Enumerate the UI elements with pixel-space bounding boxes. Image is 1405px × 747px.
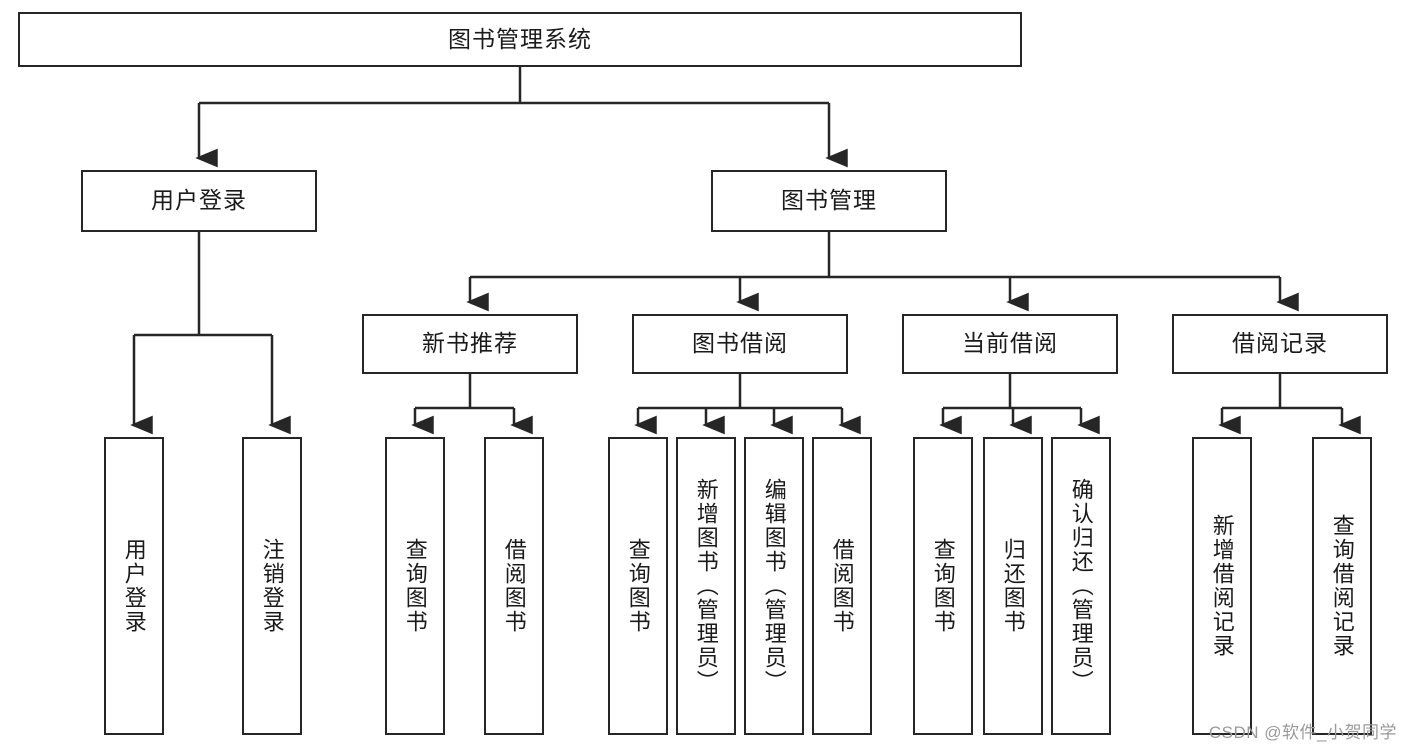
node-leaf-user-login[interactable]: 用户登录 [104, 437, 164, 735]
node-leaf-edit-book[interactable]: 编辑图书（管理员） [744, 437, 804, 735]
leaf-borrow-book-1-wrap: 借阅图书 [486, 439, 542, 733]
node-leaf-borrow-book-2[interactable]: 借阅图书 [812, 437, 872, 735]
node-user-login[interactable]: 用户登录 [81, 170, 317, 232]
node-book-borrow[interactable]: 图书借阅 [632, 314, 848, 374]
node-leaf-query-record[interactable]: 查询借阅记录 [1312, 437, 1372, 735]
leaf-query-book-2-wrap: 查询图书 [610, 439, 666, 733]
node-leaf-logout-label: 注销登录 [259, 538, 285, 634]
leaf-return-book-wrap: 归还图书 [985, 439, 1041, 733]
node-book-borrow-label: 图书借阅 [692, 330, 788, 357]
node-leaf-edit-book-label: 编辑图书（管理员） [761, 478, 787, 694]
leaf-borrow-book-2-wrap: 借阅图书 [814, 439, 870, 733]
node-leaf-query-book-1-label: 查询图书 [402, 538, 428, 634]
node-leaf-borrow-book-2-label: 借阅图书 [829, 538, 855, 634]
node-book-management[interactable]: 图书管理 [711, 170, 947, 232]
node-leaf-query-book-2-label: 查询图书 [625, 538, 651, 634]
node-current-borrow[interactable]: 当前借阅 [902, 314, 1118, 374]
node-leaf-confirm-return[interactable]: 确认归还（管理员） [1051, 437, 1111, 735]
node-book-management-label: 图书管理 [781, 187, 877, 214]
leaf-add-book-wrap: 新增图书（管理员） [678, 439, 734, 733]
node-leaf-query-book-3-label: 查询图书 [930, 538, 956, 634]
node-root-label: 图书管理系统 [448, 25, 592, 52]
node-leaf-confirm-return-label: 确认归还（管理员） [1068, 478, 1094, 694]
leaf-query-book-3-wrap: 查询图书 [915, 439, 971, 733]
leaf-user-login-wrap: 用户登录 [106, 439, 162, 733]
node-leaf-add-book-label: 新增图书（管理员） [693, 478, 719, 694]
node-leaf-user-login-label: 用户登录 [121, 538, 147, 634]
leaf-add-record-wrap: 新增借阅记录 [1194, 439, 1250, 733]
node-leaf-query-record-label: 查询借阅记录 [1329, 514, 1355, 658]
node-root[interactable]: 图书管理系统 [18, 12, 1022, 67]
leaf-query-record-wrap: 查询借阅记录 [1314, 439, 1370, 733]
node-leaf-return-book-label: 归还图书 [1000, 538, 1026, 634]
node-borrow-record-label: 借阅记录 [1232, 330, 1328, 357]
node-borrow-record[interactable]: 借阅记录 [1172, 314, 1388, 374]
node-new-book-recommend-label: 新书推荐 [422, 330, 518, 357]
node-leaf-query-book-2[interactable]: 查询图书 [608, 437, 668, 735]
node-current-borrow-label: 当前借阅 [962, 330, 1058, 357]
node-leaf-borrow-book-1[interactable]: 借阅图书 [484, 437, 544, 735]
leaf-confirm-return-wrap: 确认归还（管理员） [1053, 439, 1109, 733]
node-leaf-add-record[interactable]: 新增借阅记录 [1192, 437, 1252, 735]
node-new-book-recommend[interactable]: 新书推荐 [362, 314, 578, 374]
node-leaf-return-book[interactable]: 归还图书 [983, 437, 1043, 735]
node-leaf-query-book-3[interactable]: 查询图书 [913, 437, 973, 735]
node-leaf-borrow-book-1-label: 借阅图书 [501, 538, 527, 634]
leaf-query-book-1-wrap: 查询图书 [387, 439, 443, 733]
node-leaf-query-book-1[interactable]: 查询图书 [385, 437, 445, 735]
watermark: CSDN @软件_小贺同学 [1208, 723, 1397, 742]
node-leaf-logout[interactable]: 注销登录 [242, 437, 302, 735]
node-leaf-add-book[interactable]: 新增图书（管理员） [676, 437, 736, 735]
node-leaf-add-record-label: 新增借阅记录 [1209, 514, 1235, 658]
leaf-logout-wrap: 注销登录 [244, 439, 300, 733]
leaf-edit-book-wrap: 编辑图书（管理员） [746, 439, 802, 733]
node-user-login-label: 用户登录 [151, 187, 247, 214]
